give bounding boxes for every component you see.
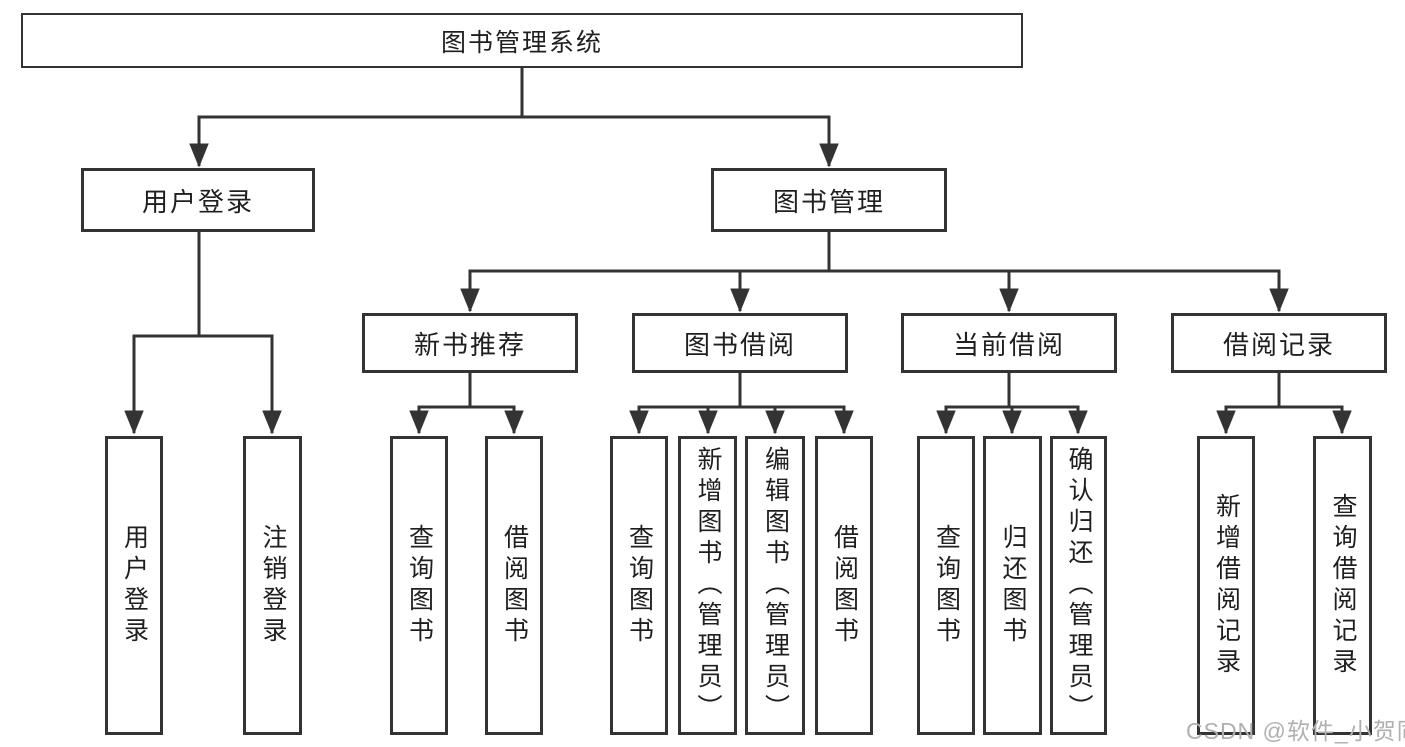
csdn-watermark: CSDN @软件_小贺同学 (1186, 718, 1405, 744)
leaf-borrow-books: 借阅图书 (815, 436, 873, 735)
node-current-borrowing: 当前借阅 (901, 313, 1117, 373)
leaf-query-books-current: 查询图书 (917, 436, 975, 735)
leaf-user-login: 用户登录 (105, 436, 163, 735)
leaf-confirm-return-admin: 确认归还（管理员） (1050, 436, 1107, 735)
node-library-management-system: 图书管理系统 (21, 13, 1023, 68)
leaf-return-books: 归还图书 (983, 436, 1042, 735)
leaf-logout: 注销登录 (243, 436, 302, 735)
node-book-management: 图书管理 (711, 168, 947, 232)
leaf-borrow-books-recommend: 借阅图书 (485, 436, 543, 735)
leaf-query-borrow-record: 查询借阅记录 (1313, 436, 1372, 735)
node-book-borrowing: 图书借阅 (632, 313, 848, 373)
leaf-edit-books-admin: 编辑图书（管理员） (745, 436, 805, 735)
leaf-add-books-admin: 新增图书（管理员） (678, 436, 737, 735)
node-new-book-recommendation: 新书推荐 (362, 313, 578, 373)
node-user-login: 用户登录 (81, 168, 315, 232)
leaf-add-borrow-record: 新增借阅记录 (1197, 436, 1255, 735)
leaf-query-books-borrow: 查询图书 (610, 436, 668, 735)
leaf-query-books-recommend: 查询图书 (390, 436, 448, 735)
node-borrowing-records: 借阅记录 (1171, 313, 1387, 373)
